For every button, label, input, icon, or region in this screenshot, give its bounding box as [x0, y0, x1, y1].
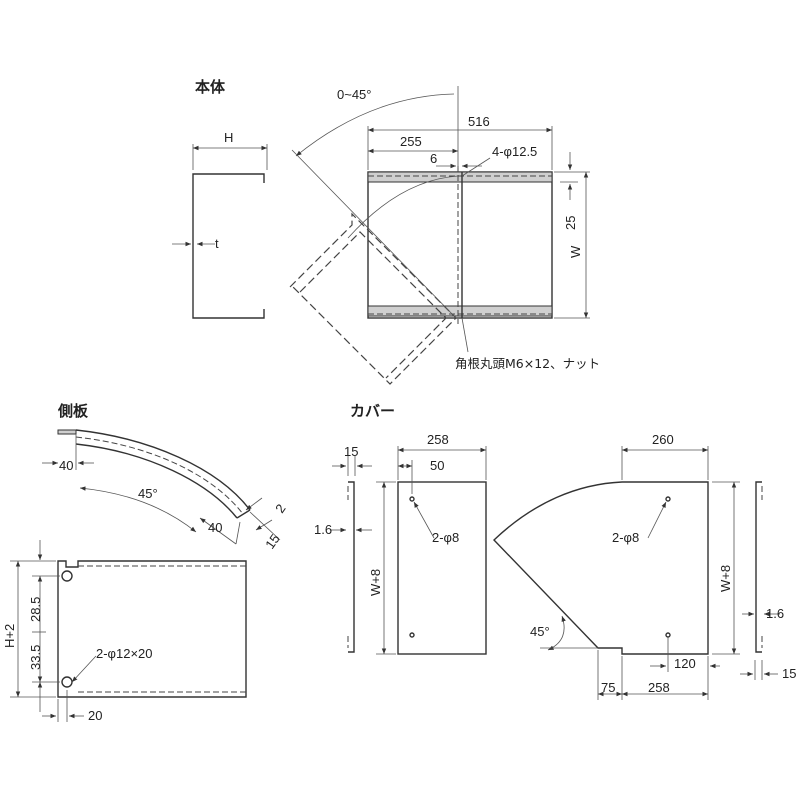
dim-cover-120: 120: [674, 656, 696, 671]
cover-edge-profile-left: [330, 456, 372, 653]
dim-25: 25: [563, 216, 578, 230]
dim-h2: H+2: [2, 624, 17, 648]
dim-side-angle: 45°: [138, 486, 158, 501]
dim-side-40b: 40: [208, 520, 222, 535]
dim-w-body: W: [568, 245, 583, 258]
cover-edge-profile-right: [740, 481, 780, 680]
label-holes-body: 4-φ12.5: [492, 144, 537, 159]
dim-cover-w8b: W+8: [718, 565, 733, 592]
dim-cover-1-6b: 1.6: [766, 606, 784, 621]
label-bolt: 角根丸頭M6×12、ナット: [455, 356, 600, 371]
dim-cover-angle: 45°: [530, 624, 550, 639]
dim-h: H: [224, 130, 233, 145]
dim-33-5: 33.5: [28, 645, 43, 670]
dim-cover-50: 50: [430, 458, 444, 473]
dim-cover-w8a: W+8: [368, 569, 383, 596]
dim-cover-260: 260: [652, 432, 674, 447]
side-plate-flat-view: [10, 540, 247, 722]
dim-angle-body: 0~45°: [337, 87, 371, 102]
dim-cover-75: 75: [601, 680, 615, 695]
dim-side-2: 2: [272, 501, 288, 516]
dim-516: 516: [468, 114, 490, 129]
cover-flat-a: [376, 446, 487, 655]
dim-side-20: 20: [88, 708, 102, 723]
dim-t: t: [215, 236, 219, 251]
dim-28-5: 28.5: [28, 597, 43, 622]
dim-side-40a: 40: [59, 458, 73, 473]
label-cover-holes-a: 2-φ8: [432, 530, 459, 545]
label-holes-side: 2-φ12×20: [96, 646, 153, 661]
label-cover-holes-b: 2-φ8: [612, 530, 639, 545]
dim-cover-258a: 258: [427, 432, 449, 447]
section-title-cover: カバー: [350, 402, 395, 420]
dim-cover-1-6a: 1.6: [314, 522, 332, 537]
dim-255: 255: [400, 134, 422, 149]
dim-cover-15a: 15: [344, 444, 358, 459]
dim-side-15: 15: [262, 531, 283, 551]
dim-6: 6: [430, 151, 437, 166]
cover-flat-b: [493, 446, 740, 700]
body-channel-profile: [172, 144, 268, 319]
dim-cover-15b: 15: [782, 666, 796, 681]
dim-cover-258b: 258: [648, 680, 670, 695]
body-plan-view: [289, 86, 590, 385]
section-title-body: 本体: [195, 78, 226, 96]
section-title-side-plate: 側板: [57, 402, 89, 420]
side-plate-arc-view: [42, 429, 281, 545]
